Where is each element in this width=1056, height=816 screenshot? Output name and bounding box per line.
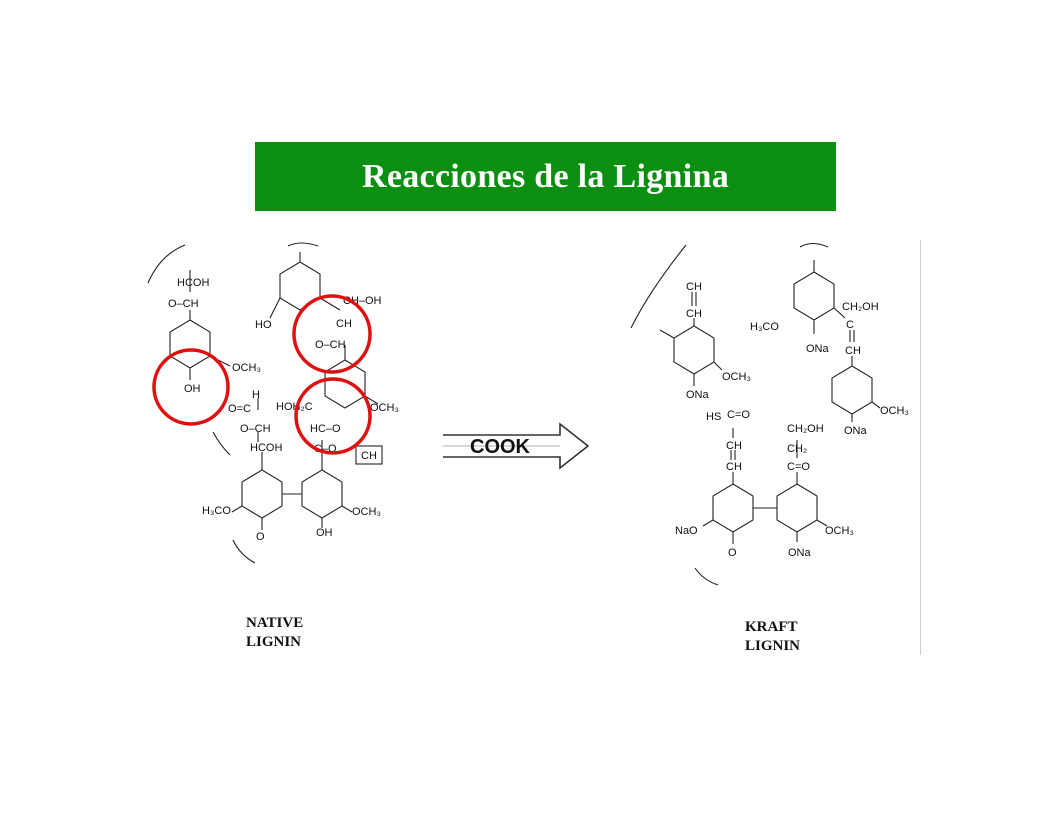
native-lignin-structure: HCOH O–CH OCH₃ OH HO CH–OH CH O–CH OCH₃ … (147, 242, 399, 650)
native-bracket-4 (232, 539, 256, 564)
chem-label: OCH₃ (722, 371, 751, 383)
chem-label: O–CH (240, 423, 271, 435)
chem-label: CH (726, 461, 742, 473)
highlight-circle-beta-ether (294, 377, 372, 455)
chem-label: OH (316, 527, 333, 539)
chem-label: C (846, 319, 854, 331)
page-title: Reacciones de la Lignina (361, 157, 730, 195)
kraft-caption-line1: KRAFT (745, 619, 798, 635)
chem-label: C=O (787, 461, 810, 473)
chem-label: CH₂OH (787, 423, 824, 435)
chem-label: H (252, 389, 260, 401)
chem-label: C=O (727, 409, 750, 421)
chem-label: O–CH (315, 339, 346, 351)
native-caption-line1: NATIVE (246, 615, 303, 631)
chem-label: CH (686, 308, 702, 320)
highlight-circle-alpha-ether (292, 294, 372, 374)
chem-label: CH (336, 318, 352, 330)
kraft-ring-4 (712, 483, 754, 533)
chem-label: OCH₃ (880, 405, 909, 417)
chem-label: ONa (844, 425, 868, 437)
chem-label: ONa (806, 343, 830, 355)
chem-label: ONa (788, 547, 812, 559)
chem-label: OH (184, 383, 201, 395)
chem-label: CH (845, 345, 861, 357)
chem-label: OCH₃ (232, 362, 261, 374)
native-caption-line2: LIGNIN (246, 634, 301, 650)
chem-label: O=C (228, 403, 251, 415)
chem-label: OCH₃ (352, 506, 381, 518)
chem-label: HCOH (250, 442, 282, 454)
native-ring-1 (169, 319, 211, 369)
native-ch-box (355, 445, 383, 465)
cook-label: COOK (470, 436, 531, 458)
chem-label: CH (686, 281, 702, 293)
chem-label: O (728, 547, 737, 559)
chem-label: ONa (686, 389, 710, 401)
kraft-ring-2 (793, 271, 835, 321)
kraft-bracket-2 (799, 242, 829, 248)
native-bracket-2 (287, 242, 319, 247)
title-banner: Reacciones de la Lignina (255, 142, 836, 211)
kraft-caption-line2: LIGNIN (745, 638, 800, 654)
native-ring-3 (324, 359, 366, 409)
chem-label: OCH₃ (825, 525, 854, 537)
chem-label: HOH₂C (276, 401, 313, 413)
chem-label: CH (361, 450, 377, 462)
chem-label: HS (706, 411, 721, 423)
chem-label: HC–O (310, 423, 341, 435)
chem-label: HO (255, 319, 272, 331)
slide-edge-line (920, 240, 921, 655)
native-ring-2 (279, 261, 321, 311)
kraft-ring-3 (831, 365, 873, 415)
kraft-ring-5 (776, 483, 818, 533)
native-bracket-3 (212, 431, 231, 456)
native-ring-4 (241, 469, 283, 519)
chem-label: O (256, 531, 265, 543)
chem-label: CH (726, 440, 742, 452)
chem-label: OCH₃ (370, 402, 399, 414)
chem-label: CH₂OH (842, 301, 879, 313)
native-ring-5 (301, 469, 343, 519)
kraft-bracket-1 (630, 244, 687, 329)
kraft-lignin-structure: CH CH OCH₃ ONa H₃CO ONa CH₂OH C CH OCH₃ … (630, 242, 909, 654)
chem-label: HCOH (177, 277, 209, 289)
chem-label: NaO (675, 525, 698, 537)
native-bracket-1 (147, 244, 186, 284)
cook-arrow: COOK (443, 422, 590, 470)
chem-label: H₃CO (202, 505, 231, 517)
highlight-circle-phenol (152, 348, 230, 426)
chem-label: O–CH (168, 298, 199, 310)
chem-label: H₃CO (750, 321, 779, 333)
chem-label: CH₂ (787, 443, 807, 455)
kraft-ring-1 (673, 325, 715, 375)
kraft-bracket-3 (694, 567, 719, 586)
